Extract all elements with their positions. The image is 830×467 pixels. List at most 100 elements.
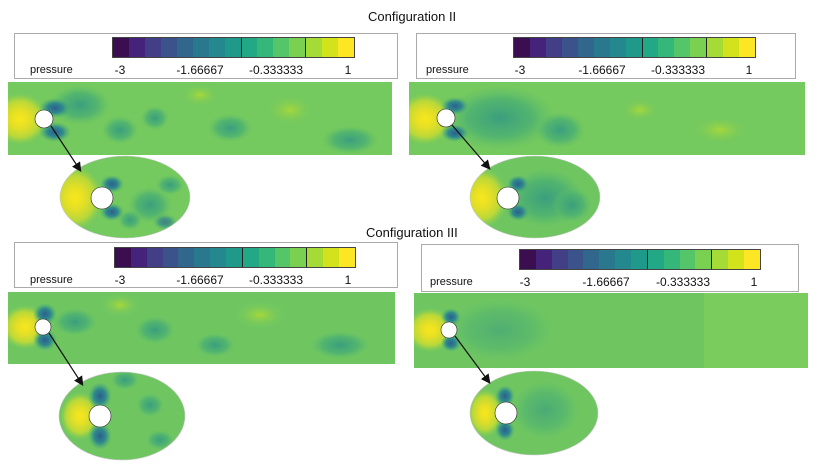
colorbar-swatch	[257, 38, 274, 57]
colorbar-swatch	[160, 38, 177, 57]
colorbar-tick: 1	[344, 63, 352, 77]
colorbar-tick: -1.66667	[176, 63, 224, 77]
colorbar-tick: -3	[114, 63, 126, 77]
colorbar-swatch	[146, 248, 163, 267]
colorbar-swatch	[339, 248, 355, 267]
colorbar-tick: 1	[750, 275, 758, 289]
colorbar-swatch	[274, 248, 291, 267]
colorbar-swatch	[162, 248, 179, 267]
colorbar-swatch	[242, 248, 259, 267]
colorbar-swatch	[178, 248, 195, 267]
colorbar-swatch	[535, 250, 552, 269]
colorbar-strip	[513, 37, 756, 58]
colorbar-swatch	[609, 38, 626, 57]
colorbar-swatch	[567, 250, 584, 269]
colorbar-swatch	[577, 38, 594, 57]
colorbar-swatch	[615, 250, 632, 269]
colorbar-swatch	[744, 250, 760, 269]
colorbar-swatch	[707, 38, 724, 57]
colorbar-swatch	[520, 250, 536, 269]
colorbar-swatch	[551, 250, 568, 269]
colorbar-swatch	[712, 250, 729, 269]
zoom-inset-ellipse	[470, 371, 598, 455]
colorbar-swatch	[647, 250, 664, 269]
colorbar-swatch	[658, 38, 675, 57]
pressure-field-panel	[409, 82, 805, 155]
colorbar-swatch	[679, 250, 696, 269]
colorbar-swatch	[241, 38, 258, 57]
colorbar-swatch	[695, 250, 713, 269]
colorbar-tick: 1	[344, 273, 352, 287]
colorbar-strip	[112, 37, 355, 58]
colorbar-label: pressure	[426, 64, 469, 76]
colorbar-swatch	[599, 250, 616, 269]
colorbar-swatch	[625, 38, 643, 57]
colorbar-swatch	[144, 38, 161, 57]
colorbar-tick: -1.66667	[176, 273, 224, 287]
colorbar-label: pressure	[430, 276, 473, 288]
colorbar-swatch	[224, 38, 242, 57]
colorbar-tick: -3	[519, 275, 531, 289]
colorbar-swatch	[258, 248, 275, 267]
colorbar-swatch	[631, 250, 648, 269]
colorbar-swatch	[130, 248, 147, 267]
colorbar-swatch	[514, 38, 530, 57]
colorbar-swatch	[289, 38, 307, 57]
colorbar-swatch	[192, 38, 209, 57]
colorbar-swatch	[583, 250, 600, 269]
colorbar-strip	[114, 247, 356, 268]
colorbar-swatch	[176, 38, 193, 57]
colorbar-tick: -3	[514, 63, 526, 77]
zoom-inset-ellipse	[59, 372, 185, 460]
colorbar-swatch	[306, 38, 323, 57]
colorbar-label: pressure	[30, 274, 73, 286]
colorbar-swatch	[226, 248, 243, 267]
colorbar-swatch	[113, 38, 129, 57]
zoom-arrow	[454, 335, 491, 384]
colorbar-tick: -3	[114, 273, 126, 287]
colorbar-tick: -0.333333	[655, 275, 711, 289]
colorbar-swatch	[307, 248, 324, 267]
pressure-field-panel	[8, 82, 392, 155]
zoom-inset-ellipse	[470, 156, 600, 238]
colorbar-tick: 1	[745, 63, 753, 77]
colorbar-swatch	[663, 250, 680, 269]
colorbar-tick: -0.333333	[248, 273, 304, 287]
colorbar-swatch	[194, 248, 211, 267]
colorbar-swatch	[674, 38, 691, 57]
colorbar-swatch	[273, 38, 290, 57]
zoom-inset-ellipse	[60, 156, 190, 238]
colorbar-swatch	[561, 38, 578, 57]
colorbar-label: pressure	[30, 64, 73, 76]
colorbar-swatch	[723, 38, 740, 57]
colorbar-swatch	[545, 38, 562, 57]
colorbar-swatch	[210, 248, 227, 267]
zoom-arrow	[451, 124, 491, 170]
config-title-iii: Configuration III	[366, 225, 458, 240]
colorbar-swatch	[290, 248, 308, 267]
colorbar-swatch	[728, 250, 745, 269]
colorbar-tick: -1.66667	[578, 63, 626, 77]
colorbar-swatch	[208, 38, 225, 57]
colorbar-swatch	[739, 38, 756, 57]
zoom-arrow	[50, 125, 82, 173]
zoom-arrow	[48, 332, 84, 387]
config-title-ii: Configuration II	[368, 9, 457, 24]
pressure-field-panel	[414, 293, 808, 368]
colorbar-tick: -1.66667	[582, 275, 630, 289]
colorbar-tick: -0.333333	[248, 63, 304, 77]
colorbar-swatch	[642, 38, 659, 57]
colorbar-swatch	[529, 38, 546, 57]
pressure-field-panel	[8, 292, 395, 364]
colorbar-tick: -0.333333	[650, 63, 706, 77]
colorbar-swatch	[115, 248, 131, 267]
colorbar-swatch	[593, 38, 610, 57]
colorbar-swatch	[338, 38, 355, 57]
colorbar-swatch	[322, 38, 339, 57]
colorbar-swatch	[323, 248, 340, 267]
colorbar-swatch	[128, 38, 145, 57]
colorbar-strip	[519, 249, 761, 270]
colorbar-swatch	[690, 38, 708, 57]
